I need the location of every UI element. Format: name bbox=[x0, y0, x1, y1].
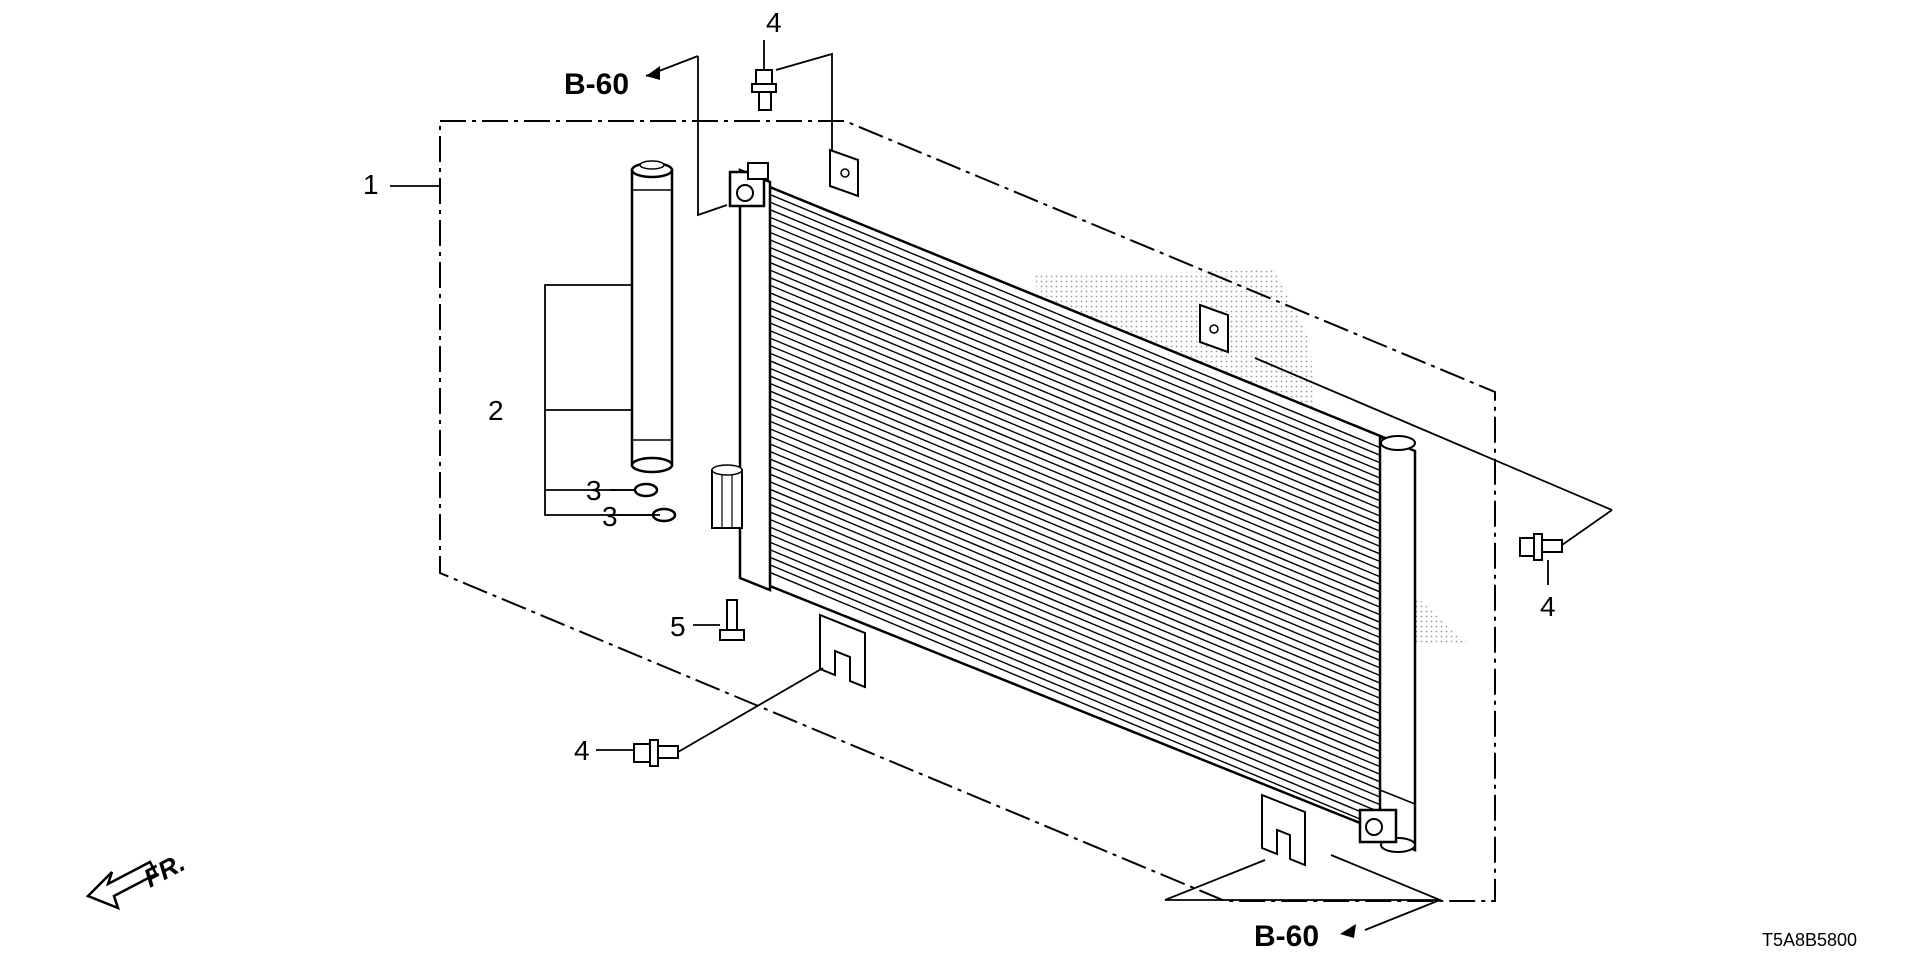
condenser-fin bbox=[769, 518, 1381, 775]
condenser-fin bbox=[769, 269, 1381, 525]
condenser-fin bbox=[769, 443, 1381, 699]
condenser-fin bbox=[769, 254, 1381, 510]
callout-part-3a: 3 bbox=[586, 475, 602, 506]
condenser-fin bbox=[769, 534, 1381, 791]
condenser-fin bbox=[769, 322, 1381, 578]
condenser-fin bbox=[769, 360, 1381, 616]
condenser-fin bbox=[769, 526, 1381, 783]
arrowheads bbox=[646, 66, 1356, 938]
callout-part-2: 2 bbox=[488, 395, 504, 426]
condenser-fin bbox=[769, 224, 1381, 479]
front-direction-arrow: FR. bbox=[85, 847, 190, 911]
receiver-dryer bbox=[630, 160, 674, 474]
condenser-fin bbox=[769, 337, 1381, 593]
reference-b60-top[interactable]: B-60 bbox=[564, 68, 629, 101]
condenser-fin bbox=[769, 428, 1381, 684]
condenser-fin bbox=[769, 450, 1381, 707]
condenser-fin bbox=[769, 261, 1381, 517]
condenser-fin bbox=[769, 556, 1381, 813]
condenser-fin bbox=[769, 329, 1381, 585]
condenser-fin bbox=[769, 458, 1381, 715]
condenser-fin bbox=[769, 496, 1381, 753]
condenser bbox=[711, 148, 1417, 867]
condenser-fin bbox=[769, 413, 1381, 669]
condenser-fin bbox=[769, 503, 1381, 760]
condenser-fin bbox=[769, 375, 1381, 631]
drawing-code: T5A8B5800 bbox=[1762, 930, 1857, 950]
callout-part-4-left: 4 bbox=[574, 735, 590, 766]
condenser-fin bbox=[769, 314, 1381, 570]
condenser-fin bbox=[769, 299, 1381, 555]
condenser-fin bbox=[769, 246, 1381, 502]
bolt-part-5 bbox=[719, 599, 745, 641]
condenser-fin bbox=[769, 193, 1381, 449]
leader-lines bbox=[390, 40, 1613, 931]
condenser-fin bbox=[769, 511, 1381, 768]
condenser-fin bbox=[769, 382, 1381, 639]
bolt-top bbox=[751, 69, 777, 111]
condenser-fin bbox=[769, 564, 1381, 821]
bolt-left bbox=[633, 739, 679, 767]
condenser-fin bbox=[769, 209, 1381, 464]
callout-part-5: 5 bbox=[670, 611, 686, 642]
condenser-fin bbox=[769, 571, 1381, 829]
condenser-fin bbox=[769, 488, 1381, 745]
fr-label: FR. bbox=[139, 847, 190, 893]
condenser-fin bbox=[769, 473, 1381, 730]
condenser-fin bbox=[769, 367, 1381, 623]
condenser-fin bbox=[769, 549, 1381, 806]
condenser-fin bbox=[769, 277, 1381, 532]
condenser-fin bbox=[769, 292, 1381, 547]
condenser-fin bbox=[769, 541, 1381, 798]
reference-b60-bottom[interactable]: B-60 bbox=[1254, 920, 1319, 953]
condenser-fin bbox=[769, 231, 1381, 487]
condenser-fin bbox=[769, 345, 1381, 601]
assembly-boundary bbox=[439, 120, 1496, 902]
callout-part-4-top: 4 bbox=[766, 7, 782, 38]
condenser-fin bbox=[769, 216, 1381, 472]
condenser-fin bbox=[769, 481, 1381, 737]
condenser-fin bbox=[769, 201, 1381, 456]
callout-part-1: 1 bbox=[363, 169, 379, 200]
condenser-fin bbox=[769, 465, 1381, 722]
condenser-fin bbox=[769, 352, 1381, 608]
condenser-fin bbox=[769, 307, 1381, 563]
callout-part-3b: 3 bbox=[602, 501, 618, 532]
condenser-fin bbox=[769, 390, 1381, 646]
condenser-fin bbox=[769, 397, 1381, 654]
callout-part-4-right: 4 bbox=[1540, 591, 1556, 622]
condenser-fin bbox=[769, 284, 1381, 540]
condenser-fin bbox=[769, 405, 1381, 661]
condenser-fin bbox=[769, 239, 1381, 494]
condenser-fin bbox=[769, 435, 1381, 692]
bolt-right bbox=[1519, 533, 1563, 561]
condenser-fin bbox=[769, 420, 1381, 677]
